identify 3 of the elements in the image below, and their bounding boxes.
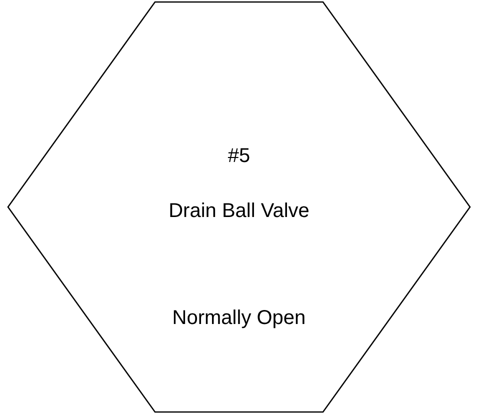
node-label: Drain Ball Valve bbox=[168, 200, 310, 223]
node-label: Normally Open bbox=[171, 307, 307, 330]
item-number: #5 bbox=[226, 145, 252, 168]
